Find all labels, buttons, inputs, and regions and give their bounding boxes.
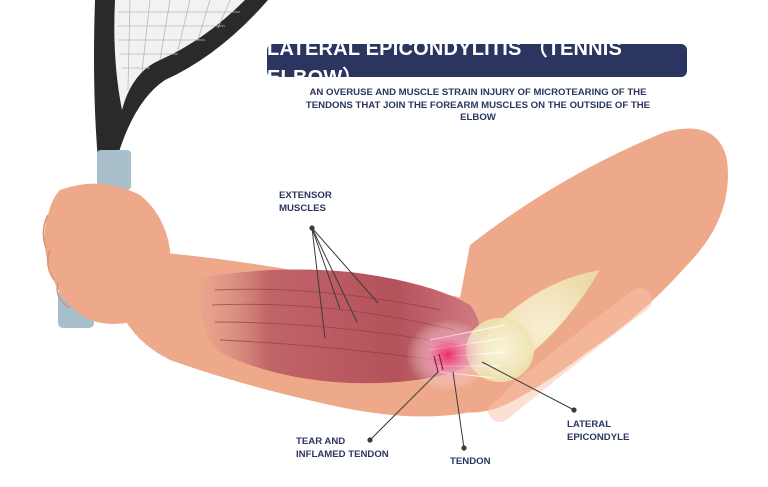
- tennis-racket-icon: [58, 0, 268, 328]
- subtitle: AN OVERUSE AND MUSCLE STRAIN INJURY OF M…: [305, 87, 651, 123]
- label-tear-inflamed-tendon: TEAR AND INFLAMED TENDON: [296, 436, 389, 461]
- label-lateral-epicondyle: LATERAL EPICONDYLE: [567, 419, 629, 444]
- label-extensor-line1: EXTENSOR: [279, 190, 332, 201]
- label-extensor-line2: MUSCLES: [279, 202, 326, 214]
- page-title: LATERAL EPICONDYLITIS （TENNIS ELBOW）: [267, 38, 687, 89]
- label-lateral-line1: LATERAL: [567, 419, 612, 430]
- label-tear-line1: TEAR AND: [296, 436, 346, 447]
- label-extensor-muscles: EXTENSOR MUSCLES: [279, 190, 332, 215]
- label-tendon: TENDON: [450, 456, 491, 467]
- label-lateral-line2: EPICONDYLE: [567, 431, 630, 443]
- label-tear-line2: INFLAMED TENDON: [296, 448, 389, 460]
